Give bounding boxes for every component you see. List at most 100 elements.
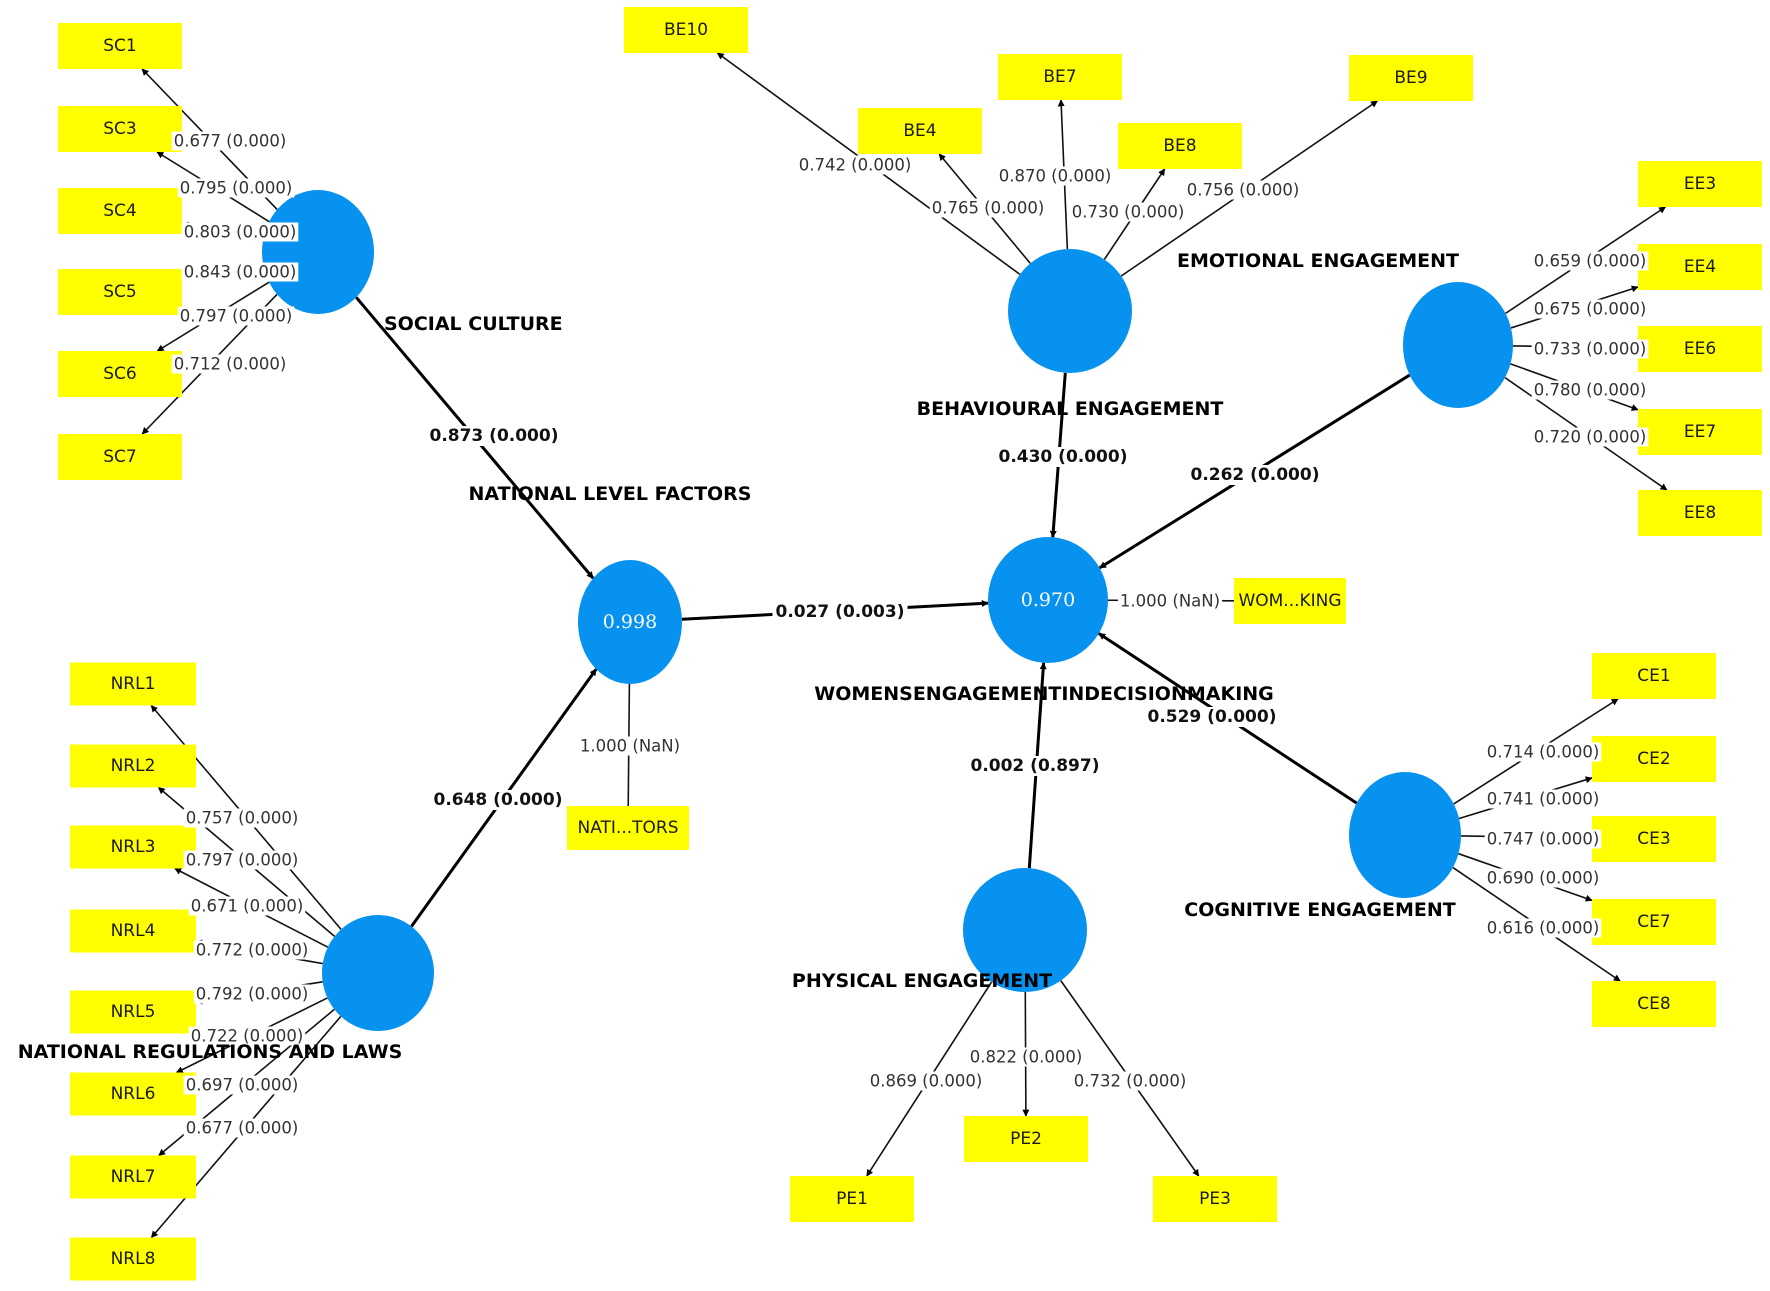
loading-value: 0.690 (0.000) [1487, 869, 1600, 888]
loading-label-nrl5: 0.792 (0.000) [193, 984, 311, 1004]
indicator-box [1592, 653, 1716, 699]
indicator-box [1638, 490, 1762, 536]
indicator-label: CE8 [1637, 994, 1670, 1014]
loading-label-sc7: 0.712 (0.000) [171, 354, 289, 374]
latent-physical-engagement[interactable] [963, 868, 1087, 992]
latent-emotional-engagement[interactable] [1403, 282, 1513, 408]
indicator-sc5[interactable]: SC5 [58, 269, 182, 315]
loading-value: 0.671 (0.000) [191, 897, 304, 916]
indicator-box [1638, 161, 1762, 207]
indicator-nrl8[interactable]: NRL8 [70, 1237, 196, 1281]
loading-label-nrl7: 0.697 (0.000) [183, 1075, 301, 1095]
indicator-sc7[interactable]: SC7 [58, 434, 182, 480]
label-background [177, 306, 295, 326]
loading-value: 0.747 (0.000) [1487, 830, 1600, 849]
latent-name: PHYSICAL ENGAGEMENT [792, 970, 1052, 992]
indicator-box [1118, 123, 1242, 169]
indicator-nrl6[interactable]: NRL6 [70, 1072, 196, 1116]
indicator-box [1638, 326, 1762, 372]
indicator-pe3[interactable]: PE3 [1153, 1176, 1277, 1222]
label-background [796, 155, 914, 175]
latent-national-regulations-and-laws[interactable] [322, 915, 434, 1031]
indicator-label: BE7 [1043, 67, 1076, 87]
label-background [577, 736, 683, 756]
indicator-nrl7[interactable]: NRL7 [70, 1155, 196, 1199]
indicator-ce7[interactable]: CE7 [1592, 899, 1716, 945]
indicator-box [567, 806, 689, 850]
label-background [1117, 591, 1223, 611]
latent-national-level-factors[interactable]: 0.998 [578, 560, 682, 684]
indicator-sc1[interactable]: SC1 [58, 23, 182, 69]
indicator-pe2[interactable]: PE2 [964, 1116, 1088, 1162]
loading-label-nrl8: 0.677 (0.000) [183, 1118, 301, 1138]
indicator-sc3[interactable]: SC3 [58, 106, 182, 152]
indicator-ee4[interactable]: EE4 [1638, 244, 1762, 290]
indicator-box [58, 188, 182, 234]
indicator-ee8[interactable]: EE8 [1638, 490, 1762, 536]
indicator-be7[interactable]: BE7 [998, 54, 1122, 100]
indicator-label: SC3 [103, 119, 136, 139]
loading-value: 1.000 (NaN) [1120, 592, 1220, 611]
latent-womensengagementindecisionmaking[interactable]: 0.970 [988, 537, 1108, 663]
label-background [1531, 299, 1649, 319]
loading-value: 0.732 (0.000) [1074, 1072, 1187, 1091]
loading-value: 0.677 (0.000) [174, 132, 287, 151]
loading-label-pe2: 0.822 (0.000) [967, 1047, 1085, 1067]
label-background [177, 178, 295, 198]
indicator-box [70, 744, 196, 788]
indicator-nrl5[interactable]: NRL5 [70, 990, 196, 1034]
indicator-ce2[interactable]: CE2 [1592, 736, 1716, 782]
loading-value: 0.795 (0.000) [180, 179, 293, 198]
indicator-box [58, 434, 182, 480]
indicator-ee6[interactable]: EE6 [1638, 326, 1762, 372]
indicator-box [58, 351, 182, 397]
indicator-nati-tors[interactable]: NATI...TORS [567, 806, 689, 850]
indicator-nrl4[interactable]: NRL4 [70, 909, 196, 953]
indicator-ee3[interactable]: EE3 [1638, 161, 1762, 207]
latent-circle [1008, 249, 1132, 373]
indicator-be4[interactable]: BE4 [858, 108, 982, 154]
label-background [996, 166, 1114, 186]
indicator-ce3[interactable]: CE3 [1592, 816, 1716, 862]
label-background [1531, 251, 1649, 271]
loading-value: 0.741 (0.000) [1487, 790, 1600, 809]
indicator-label: NRL7 [111, 1167, 156, 1187]
label-background [1484, 868, 1602, 888]
indicator-nrl1[interactable]: NRL1 [70, 662, 196, 706]
indicator-ee7[interactable]: EE7 [1638, 409, 1762, 455]
latent-behavioural-engagement[interactable] [1008, 249, 1132, 373]
indicator-sc6[interactable]: SC6 [58, 351, 182, 397]
label-background [1071, 1071, 1189, 1091]
loading-label-ee3: 0.659 (0.000) [1531, 251, 1649, 271]
loading-value: 0.730 (0.000) [1072, 203, 1185, 222]
indicator-ce1[interactable]: CE1 [1592, 653, 1716, 699]
latent-social-culture[interactable] [262, 190, 374, 314]
indicator-box [58, 269, 182, 315]
indicator-pe1[interactable]: PE1 [790, 1176, 914, 1222]
label-background [1069, 202, 1187, 222]
loading-value: 0.803 (0.000) [184, 223, 297, 242]
indicator-label: BE9 [1394, 68, 1427, 88]
indicator-label: SC5 [103, 282, 136, 302]
latent-circle [1403, 282, 1513, 408]
indicator-label: NRL1 [111, 674, 156, 694]
indicator-be10[interactable]: BE10 [624, 7, 748, 53]
indicator-be9[interactable]: BE9 [1349, 55, 1473, 101]
indicator-nrl3[interactable]: NRL3 [70, 825, 196, 869]
label-background [967, 756, 1103, 776]
loading-label-ce1: 0.714 (0.000) [1484, 742, 1602, 762]
indicator-label: EE4 [1684, 257, 1716, 277]
indicator-box [70, 1155, 196, 1199]
indicator-sc4[interactable]: SC4 [58, 188, 182, 234]
latent-cognitive-engagement[interactable] [1349, 772, 1461, 898]
indicator-box [70, 1072, 196, 1116]
indicator-box [1592, 736, 1716, 782]
loading-value: 0.712 (0.000) [174, 355, 287, 374]
indicator-wom-king[interactable]: WOM...KING [1234, 578, 1346, 624]
indicator-nrl2[interactable]: NRL2 [70, 744, 196, 788]
indicator-be8[interactable]: BE8 [1118, 123, 1242, 169]
latent-name: NATIONAL LEVEL FACTORS [468, 483, 751, 505]
loading-label-ee4: 0.675 (0.000) [1531, 299, 1649, 319]
indicator-ce8[interactable]: CE8 [1592, 981, 1716, 1027]
loading-label-be4: 0.765 (0.000) [929, 198, 1047, 218]
